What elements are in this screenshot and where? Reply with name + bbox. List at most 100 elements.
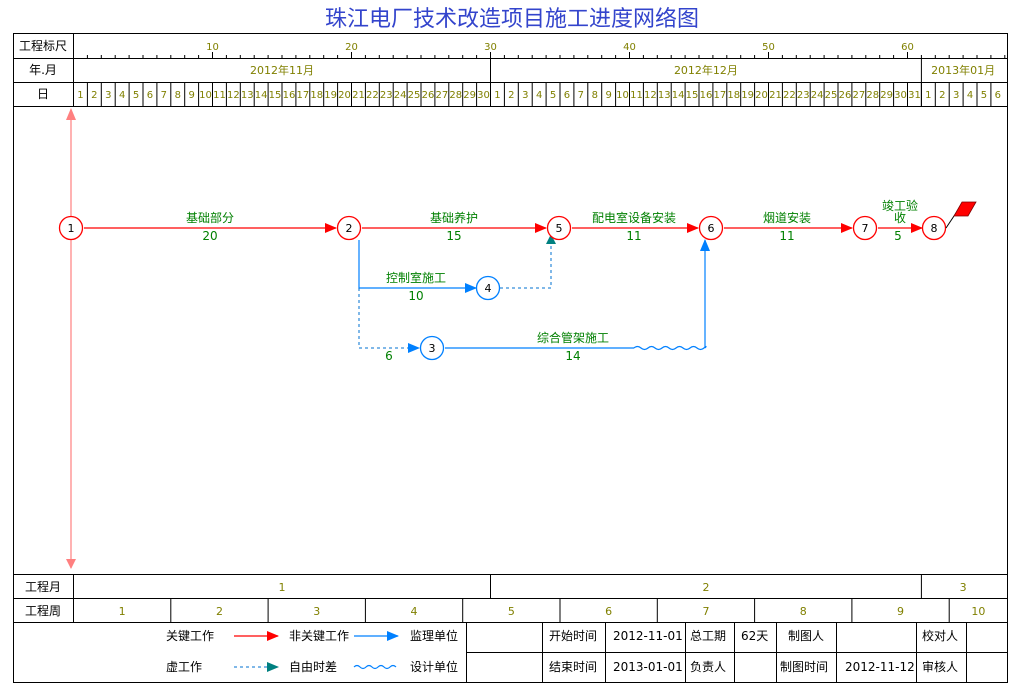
- legend-noncritical-label: 非关键工作: [289, 629, 349, 643]
- node-label: 8: [931, 222, 938, 235]
- project-month-cell: 2: [702, 581, 709, 594]
- page-title: 珠江电厂技术改造项目施工进度网络图: [325, 7, 699, 32]
- frame: [13, 33, 1008, 683]
- day-cell: 5: [981, 90, 987, 101]
- day-cell: 21: [769, 90, 782, 101]
- day-cell: 7: [578, 90, 584, 101]
- virtual-paths: [358, 240, 552, 353]
- day-cell: 2: [91, 90, 97, 101]
- activity-duration: 5: [894, 229, 902, 243]
- node-label: 6: [708, 222, 715, 235]
- reviewer-label: 审核人: [922, 659, 958, 674]
- day-cell: 15: [269, 90, 282, 101]
- day-cell: 25: [825, 90, 838, 101]
- day-cell: 31: [908, 90, 921, 101]
- day-cell: 19: [324, 90, 337, 101]
- node-label: 5: [556, 222, 563, 235]
- checker-label: 校对人: [922, 628, 958, 643]
- end-value: 2013-01-01: [613, 660, 683, 674]
- scale-tick: 20: [345, 42, 358, 53]
- day-cell: 27: [435, 90, 448, 101]
- project-week-label: 工程周: [25, 603, 61, 618]
- activity-label: 控制室施工: [386, 270, 446, 285]
- node-2: 2: [336, 215, 362, 241]
- scale-tick: 60: [901, 42, 914, 53]
- day-cell: 16: [700, 90, 713, 101]
- finish-flag-icon: [945, 201, 977, 229]
- day-cell: 4: [536, 90, 542, 101]
- day-cell: 18: [310, 90, 323, 101]
- day-cell: 29: [463, 90, 476, 101]
- virtual-4-5: [500, 240, 552, 289]
- node-8: 8: [921, 215, 947, 241]
- day-cell: 10: [616, 90, 629, 101]
- duration-value: 62天: [741, 629, 768, 643]
- day-cell: 7: [161, 90, 167, 101]
- day-cell: 23: [797, 90, 810, 101]
- virtual-2-3: [358, 288, 420, 353]
- activity-duration: 20: [202, 229, 217, 243]
- day-cell: 17: [296, 90, 309, 101]
- project-week-cell: 5: [508, 605, 515, 618]
- day-cell: 5: [133, 90, 139, 101]
- free-float-arrow-5: [546, 234, 556, 244]
- node-1: 1: [58, 215, 84, 241]
- draft-time-value: 2012-11-12: [845, 660, 915, 674]
- day-cell: 26: [422, 90, 435, 101]
- project-week-cell: 9: [897, 605, 904, 618]
- node-3: 3: [419, 335, 445, 361]
- end-label: 结束时间: [549, 660, 597, 674]
- activity-duration: 6: [385, 349, 393, 363]
- day-cell: 12: [644, 90, 657, 101]
- activity-label: 基础部分: [186, 210, 234, 225]
- node-7: 7: [852, 215, 878, 241]
- node-6: 6: [698, 215, 724, 241]
- day-cell: 6: [995, 90, 1001, 101]
- supervisor-label: 监理单位: [410, 628, 458, 643]
- day-cell: 12: [227, 90, 240, 101]
- scale-label: 工程标尺: [19, 38, 67, 53]
- day-cell: 5: [550, 90, 556, 101]
- day-cell: 14: [672, 90, 685, 101]
- day-cell: 10: [199, 90, 212, 101]
- day-cell: 3: [105, 90, 111, 101]
- legend-virtual-label: 虚工作: [166, 660, 202, 674]
- start-value: 2012-11-01: [613, 629, 683, 643]
- project-week-cell: 7: [702, 605, 709, 618]
- activity-label: 配电室设备安装: [592, 210, 676, 225]
- project-month-cell: 1: [279, 581, 286, 594]
- activity-duration: 14: [565, 349, 580, 363]
- activity-3-6-float: [633, 345, 707, 351]
- day-cell: 6: [564, 90, 570, 101]
- day-cell: 1: [925, 90, 931, 101]
- day-cell: 28: [449, 90, 462, 101]
- info-table: [466, 622, 1008, 683]
- activity-label: 收: [894, 211, 906, 225]
- day-cell: 6: [147, 90, 153, 101]
- day-cell: 8: [175, 90, 181, 101]
- project-week-cell: 6: [605, 605, 612, 618]
- day-cell: 4: [967, 90, 973, 101]
- activity-label: 基础养护: [430, 210, 478, 225]
- activity-duration: 15: [446, 229, 461, 243]
- legend-critical-label: 关键工作: [166, 629, 214, 643]
- project-week-cell: 8: [800, 605, 807, 618]
- activity-duration: 11: [779, 229, 794, 243]
- scale-tick: 50: [762, 42, 775, 53]
- project-week-cell: 1: [119, 605, 126, 618]
- day-cell: 1: [494, 90, 500, 101]
- day-cell: 30: [477, 90, 490, 101]
- node-5: 5: [546, 215, 572, 241]
- month-cell: 2012年12月: [674, 63, 738, 77]
- time-axis-top-arrow: [66, 108, 76, 120]
- node-4: 4: [475, 275, 501, 301]
- day-cell: 3: [953, 90, 959, 101]
- activity-duration: 11: [626, 229, 641, 243]
- day-cell: 17: [713, 90, 726, 101]
- day-cell: 20: [755, 90, 768, 101]
- day-cell: 24: [811, 90, 824, 101]
- node-label: 3: [429, 342, 436, 355]
- day-cell: 11: [630, 90, 643, 101]
- activity-label: 竣工验: [882, 198, 918, 213]
- day-label: 日: [37, 87, 49, 101]
